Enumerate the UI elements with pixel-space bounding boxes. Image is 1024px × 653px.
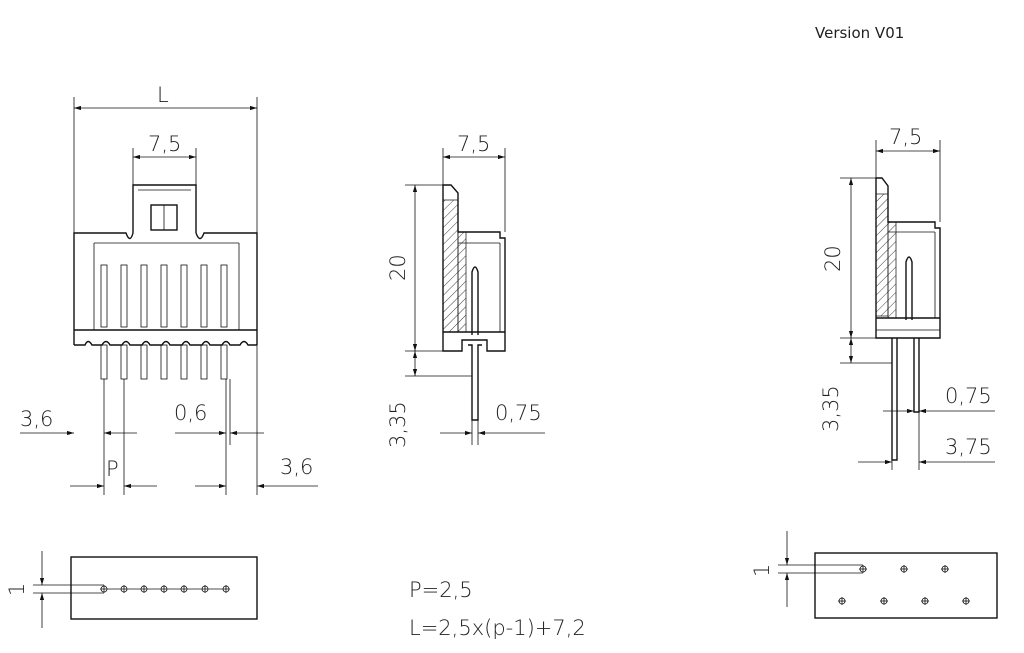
footprint-double-row: 1: [750, 531, 998, 619]
front-pins: [100, 264, 228, 380]
footprint-double-holes: [838, 565, 970, 605]
dim-right-offset-label: 3,6: [280, 455, 313, 479]
side2-dim-pin-offset-label: 3,75: [945, 435, 992, 459]
side-view-1: 7,5 20 3,35 0,75: [386, 132, 545, 448]
footprint1-dim-hole-label: 1: [5, 583, 29, 596]
side1-dim-width-label: 7,5: [457, 132, 490, 156]
side1-dim-pin-thickness-label: 0,75: [495, 401, 542, 425]
footprint-single-holes: [100, 585, 230, 593]
dim-left-offset-label: 3,6: [20, 407, 53, 431]
dim-pitch-label: P: [106, 457, 119, 481]
side-view-2: 7,5 20 3,35 0,75 3,75: [819, 125, 995, 470]
side2-dim-pin-length-label: 3,35: [819, 385, 843, 432]
dim-L-label: L: [157, 83, 169, 107]
side1-dim-height-label: 20: [386, 254, 410, 281]
side2-dim-pin-thickness-label: 0,75: [945, 384, 992, 408]
formula-pitch: P=2,5: [409, 578, 473, 602]
dim-pin-width-label: 0,6: [174, 401, 207, 425]
front-view: L 7,5: [20, 83, 318, 495]
side2-dim-width-label: 7,5: [889, 125, 922, 149]
footprint2-dim-hole-label: 1: [750, 564, 774, 577]
dim-width-label: 7,5: [148, 132, 181, 156]
side1-dim-pin-length-label: 3,35: [386, 401, 410, 448]
formula-length: L=2,5x(p-1)+7,2: [409, 616, 586, 640]
side2-dim-height-label: 20: [821, 245, 845, 272]
version-label: Version V01: [815, 24, 904, 42]
footprint-single-row: 1: [5, 551, 258, 628]
